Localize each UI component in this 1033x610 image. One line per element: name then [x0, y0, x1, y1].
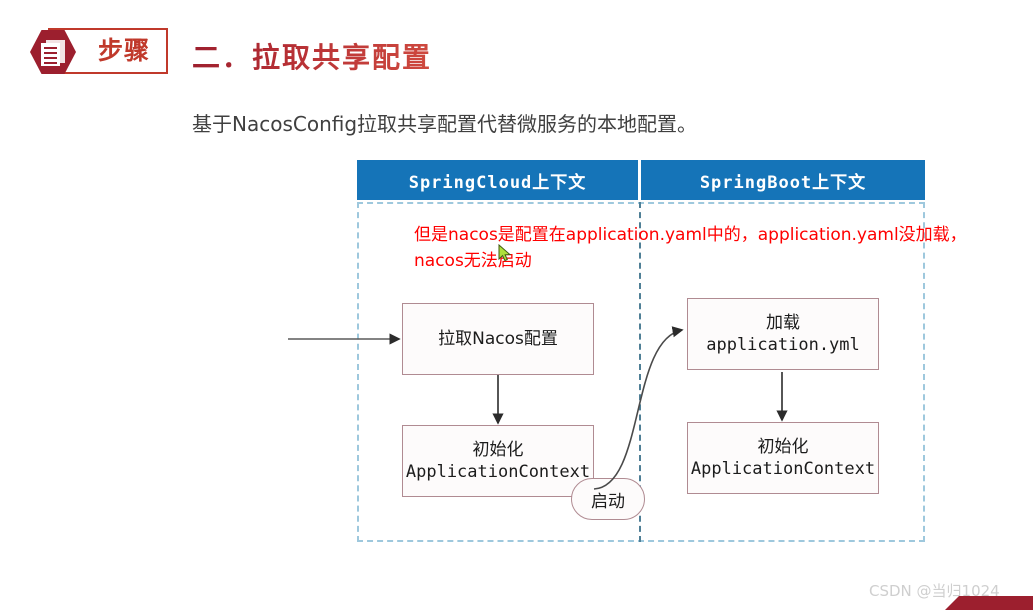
node-label-line2: ApplicationContext — [405, 462, 591, 482]
node-label-line2: ApplicationContext — [690, 459, 876, 479]
mouse-cursor-icon — [498, 244, 512, 262]
node-label: 拉取Nacos配置 — [438, 329, 558, 349]
node-init-application-context-right: 初始化 ApplicationContext — [687, 422, 879, 494]
diagram-boundary — [357, 202, 925, 542]
step-badge: 步骤 — [30, 28, 170, 76]
node-label-line1: 初始化 — [757, 437, 809, 457]
column-header-springboot: SpringBoot上下文 — [641, 160, 925, 200]
watermark: CSDN @当归1024 — [869, 582, 1000, 600]
doc-line — [44, 57, 57, 59]
node-label-line1: 加载 — [766, 313, 800, 333]
node-pull-nacos-config: 拉取Nacos配置 — [402, 303, 594, 375]
document-list-icon-glyph — [41, 40, 65, 66]
doc-line — [44, 52, 57, 54]
doc-line — [44, 47, 57, 49]
column-header-springcloud: SpringCloud上下文 — [357, 160, 638, 200]
page-title: 二．拉取共享配置 — [192, 36, 432, 76]
node-load-application-yml: 加载 application.yml — [687, 298, 879, 370]
node-init-application-context-left: 初始化 ApplicationContext — [402, 425, 594, 497]
node-start: 启动 — [571, 478, 645, 520]
node-label-line1: 初始化 — [472, 440, 524, 460]
architecture-diagram: SpringCloud上下文 SpringBoot上下文 拉取Nacos配置 初… — [357, 160, 925, 542]
doc-line — [44, 62, 57, 64]
annotation-line-1: 但是nacos是配置在application.yaml中的，applicatio… — [414, 225, 967, 245]
node-label-line2: application.yml — [706, 335, 860, 355]
corner-accent-shape — [945, 596, 1033, 610]
page-subtitle: 基于NacosConfig拉取共享配置代替微服务的本地配置。 — [192, 112, 698, 136]
step-badge-label: 步骤 — [97, 36, 150, 65]
doc-sheet-front — [41, 43, 60, 66]
